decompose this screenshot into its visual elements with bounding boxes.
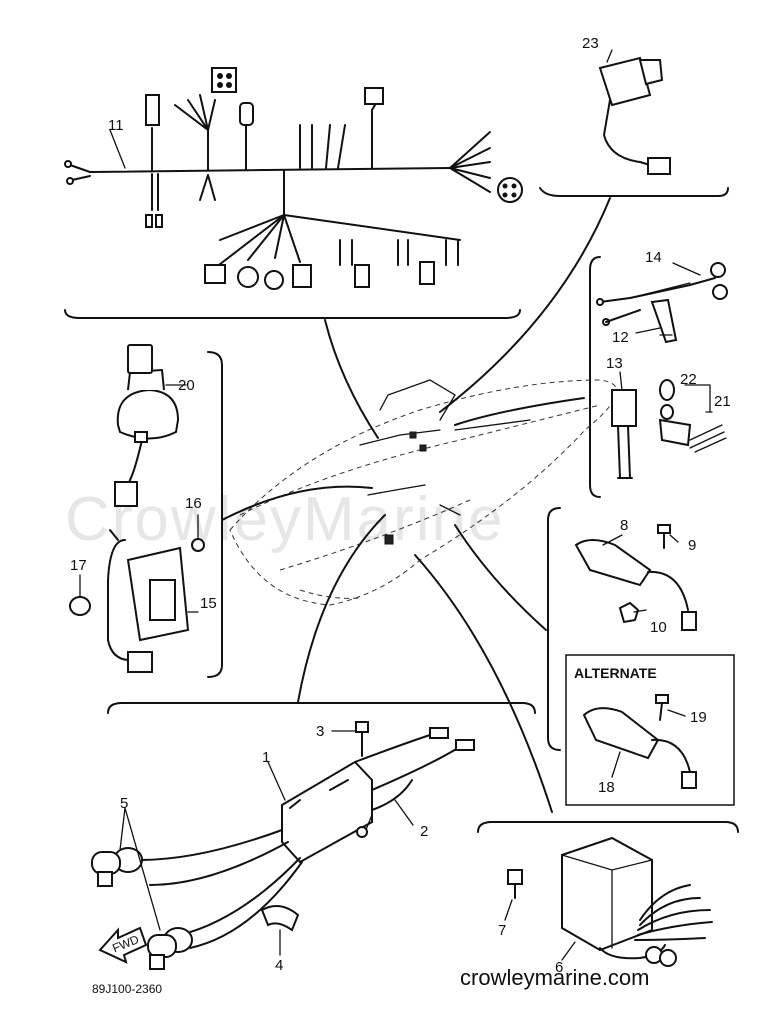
rectifier-part-15 [107,529,190,673]
callout-23: 23 [582,35,599,52]
cap-part-17 [69,574,91,616]
callout-21: 21 [714,393,731,410]
callout-4: 4 [275,957,283,974]
callout-1: 1 [262,749,270,766]
group-bracket-switch [539,187,729,197]
leader-lines [221,197,611,813]
group-bracket-cdi [477,821,739,833]
bulb-part-22 [659,379,675,420]
clamp-part-4 [260,905,300,932]
cdi-unit-part-6 [561,836,713,967]
callout-16: 16 [185,495,202,512]
callout-12: 12 [612,329,629,346]
callout-19: 19 [690,709,707,726]
watercraft-hull-outline [229,379,618,606]
callout-11: 11 [108,117,124,134]
callout-7: 7 [498,922,506,939]
alternate-label: ALTERNATE [574,665,657,681]
callout-22: 22 [680,371,697,388]
ignition-coil-part-1 [281,727,475,864]
callout-6: 6 [555,959,563,976]
wire-harness-part-11 [64,67,523,290]
group-bracket-wire-harness [64,309,521,319]
screw-part-7 [507,869,523,899]
callout-9: 9 [688,537,696,554]
callout-18: 18 [598,779,615,796]
key-switch-part-20 [114,344,180,507]
callout-20: 20 [178,377,195,394]
callout-3: 3 [316,723,324,740]
switch-part-23 [598,49,671,175]
screw-part-19 [655,694,669,721]
bracket-part-8 [574,534,697,631]
screw-part-9 [657,524,671,549]
clip-part-12 [650,298,678,344]
group-bracket-right-top [589,256,601,498]
bracket-part-18 [582,707,697,789]
callout-13: 13 [606,355,623,372]
callout-17: 17 [70,557,87,574]
group-bracket-right-mid [547,507,561,751]
spark-plug-caps-part-5 [91,807,303,970]
relay-part-13 [611,371,637,479]
bolt-part-3 [355,721,369,757]
callout-numbers: 1 2 3 4 5 6 7 8 9 10 11 12 13 14 15 16 1… [70,35,731,976]
wire-part-2 [356,779,413,838]
callout-2: 2 [420,823,428,840]
group-bracket-ignition [107,702,536,714]
callout-15: 15 [200,595,217,612]
website-text: crowleymarine.com [460,965,650,990]
callout-leaders [165,262,701,961]
callout-8: 8 [620,517,628,534]
drawing-code: 89J100-2360 [92,982,162,996]
lanyard-part-14 [596,262,728,326]
callout-5: 5 [120,795,128,812]
callout-14: 14 [645,249,662,266]
group-bracket-left [207,351,223,678]
callout-10: 10 [650,619,667,636]
socket-part-21 [658,384,727,453]
fuse-part-16 [191,514,205,552]
forward-direction-arrow: FWD [98,926,148,964]
nut-part-10 [618,601,640,624]
alternate-box [565,654,735,806]
